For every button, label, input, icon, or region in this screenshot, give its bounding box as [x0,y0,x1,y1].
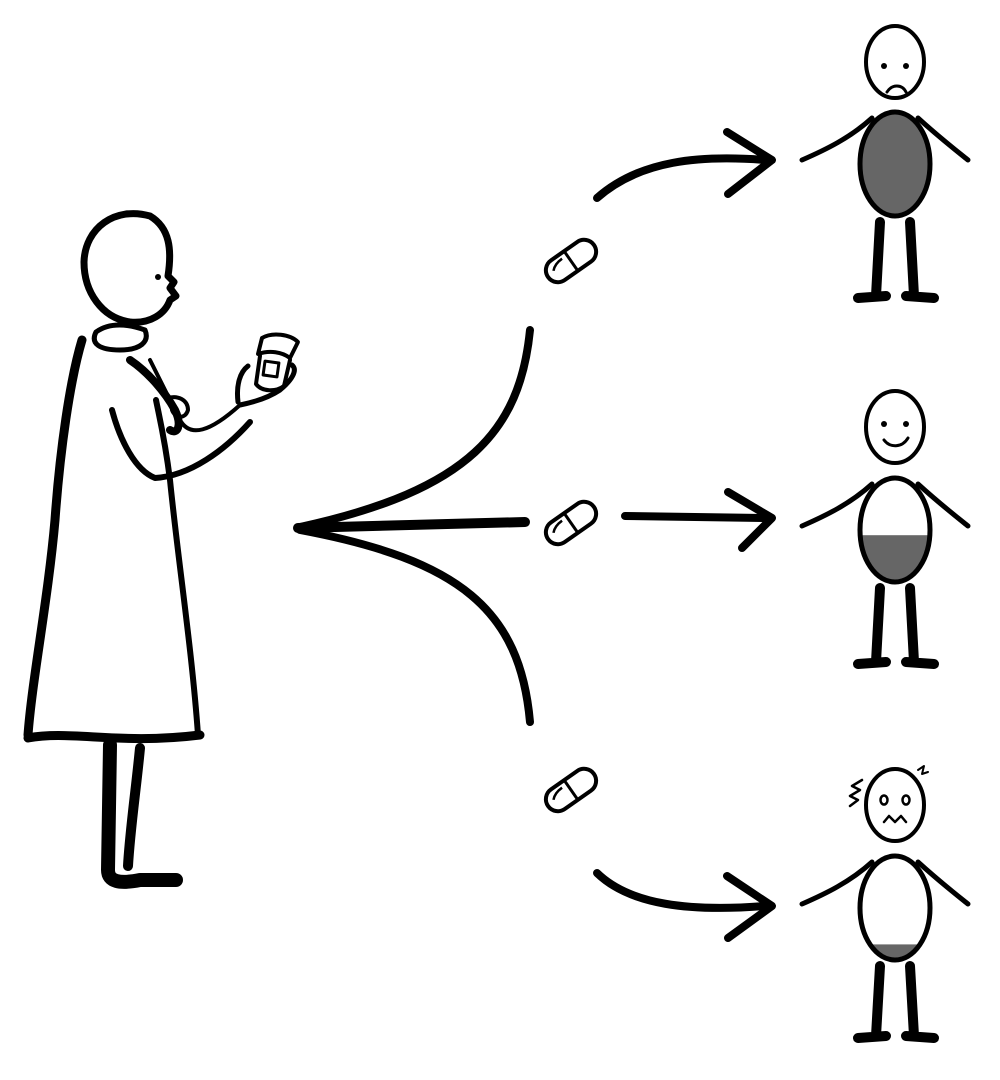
arrow-to-patient-bottom-icon [593,869,776,942]
arrow-to-patient-middle-icon [621,488,776,552]
patient-figure-happy [799,389,971,669]
arrow-to-patient-top-icon [593,128,776,202]
sad-face-icon [881,63,909,94]
pill-capsule-icon [543,766,599,814]
patient-figure-distressed [799,765,971,1043]
doctor-holding-pill-bottle-icon [23,210,300,889]
branching-arrow-icon [293,326,534,726]
pill-capsule-icon [543,237,599,285]
pill-capsule-icon [543,499,599,547]
distressed-face-icon [848,765,929,824]
patient-figure-sad [799,24,971,303]
happy-face-icon [881,421,910,448]
